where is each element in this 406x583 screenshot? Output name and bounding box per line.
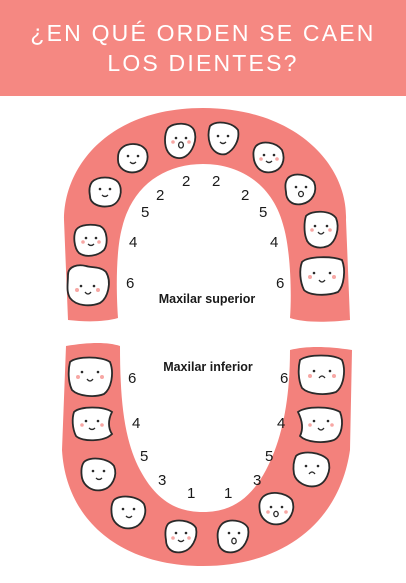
upper-tooth-5: [164, 122, 197, 159]
upper-number-right-2b: 2: [241, 187, 249, 204]
lower-number-left-5: 5: [140, 448, 148, 465]
upper-tooth-9: [303, 210, 339, 249]
title-banner: ¿EN QUÉ ORDEN SE CAEN LOS DIENTES?: [0, 0, 406, 96]
upper-number-left-6: 6: [126, 275, 134, 292]
title-line-1: ¿EN QUÉ ORDEN SE CAEN: [30, 20, 376, 46]
upper-tooth-2: [73, 223, 108, 257]
lower-jaw: Maxilar inferior 6 4 5 3 1 1 3 5 4 6: [62, 343, 352, 566]
lower-tooth-6: [216, 519, 250, 554]
upper-number-right-6: 6: [276, 275, 284, 292]
upper-tooth-4: [117, 143, 149, 174]
lower-tooth-5: [164, 519, 198, 554]
lower-number-left-6: 6: [128, 370, 136, 387]
lower-number-right-3: 3: [253, 472, 261, 489]
upper-number-center-2: 2: [182, 173, 190, 190]
teeth-diagram: 6 4 5 2 2 2 2 5 4 6 Maxilar superior: [62, 108, 352, 566]
upper-jaw: 6 4 5 2 2 2 2 5 4 6 Maxilar superior: [64, 108, 350, 322]
lower-tooth-9: [296, 406, 343, 443]
lower-tooth-4: [110, 495, 147, 530]
lower-number-right-4: 4: [277, 415, 285, 432]
upper-tooth-7: [252, 141, 285, 174]
lower-tooth-10: [297, 354, 345, 395]
lower-number-right-1: 1: [224, 485, 232, 502]
lower-tooth-3: [80, 457, 117, 492]
upper-tooth-3: [88, 176, 122, 208]
lower-jaw-label: Maxilar inferior: [163, 360, 253, 374]
lower-number-left-4: 4: [132, 415, 140, 432]
lower-tooth-8: [292, 451, 331, 488]
upper-tooth-10: [299, 256, 345, 296]
upper-number-left-5: 5: [141, 204, 149, 221]
lower-number-right-6: 6: [280, 370, 288, 387]
upper-number-right-2a: 2: [212, 173, 220, 190]
lower-number-right-5: 5: [265, 448, 273, 465]
lower-number-left-1: 1: [187, 485, 195, 502]
upper-number-right-5: 5: [259, 204, 267, 221]
lower-tooth-7: [258, 492, 295, 526]
lower-number-left-3: 3: [158, 472, 166, 489]
upper-tooth-6: [207, 121, 240, 156]
upper-jaw-label: Maxilar superior: [159, 292, 256, 306]
upper-number-left-4: 4: [129, 234, 137, 251]
lower-tooth-2: [71, 406, 114, 442]
upper-number-right-4: 4: [270, 234, 278, 251]
upper-number-left-2: 2: [156, 187, 164, 204]
upper-tooth-8: [284, 173, 317, 206]
title-line-2: LOS DIENTES?: [107, 50, 299, 76]
upper-tooth-1: [66, 264, 110, 307]
lower-tooth-1: [67, 356, 113, 397]
